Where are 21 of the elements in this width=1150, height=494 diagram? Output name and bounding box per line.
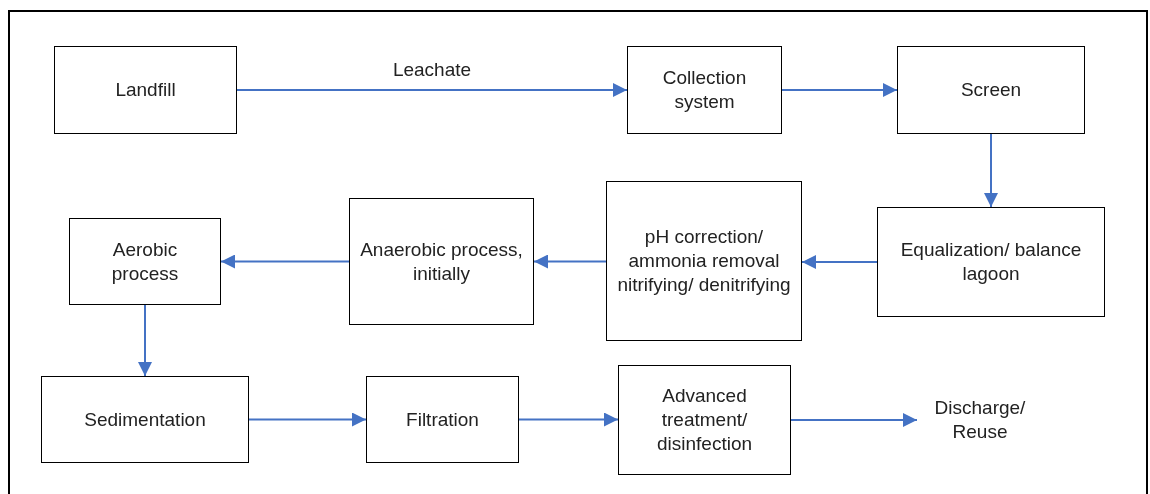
arrow — [248, 412, 367, 427]
process-box: Collection system — [627, 46, 782, 134]
process-box: Landfill — [54, 46, 237, 134]
process-box: Aerobic process — [69, 218, 221, 305]
arrow — [236, 83, 628, 97]
arrow — [790, 413, 918, 427]
process-box: Filtration — [366, 376, 519, 463]
process-box: Screen — [897, 46, 1085, 134]
arrow — [220, 254, 350, 269]
process-box: Equalization/ balance lagoon — [877, 207, 1105, 317]
process-box: pH correction/ ammonia removal nitrifying/ denitrifying — [606, 181, 802, 341]
arrow — [801, 255, 878, 269]
arrow — [138, 304, 152, 377]
process-box: Sedimentation — [41, 376, 249, 463]
process-box: Advanced treatment/ disinfection — [618, 365, 791, 475]
outlet-label: Discharge/ Reuse — [917, 392, 1043, 448]
arrow — [518, 412, 619, 427]
arrow — [533, 254, 607, 269]
arrow — [984, 133, 998, 208]
arrow — [781, 83, 898, 97]
process-box: Anaerobic process, initially — [349, 198, 534, 325]
